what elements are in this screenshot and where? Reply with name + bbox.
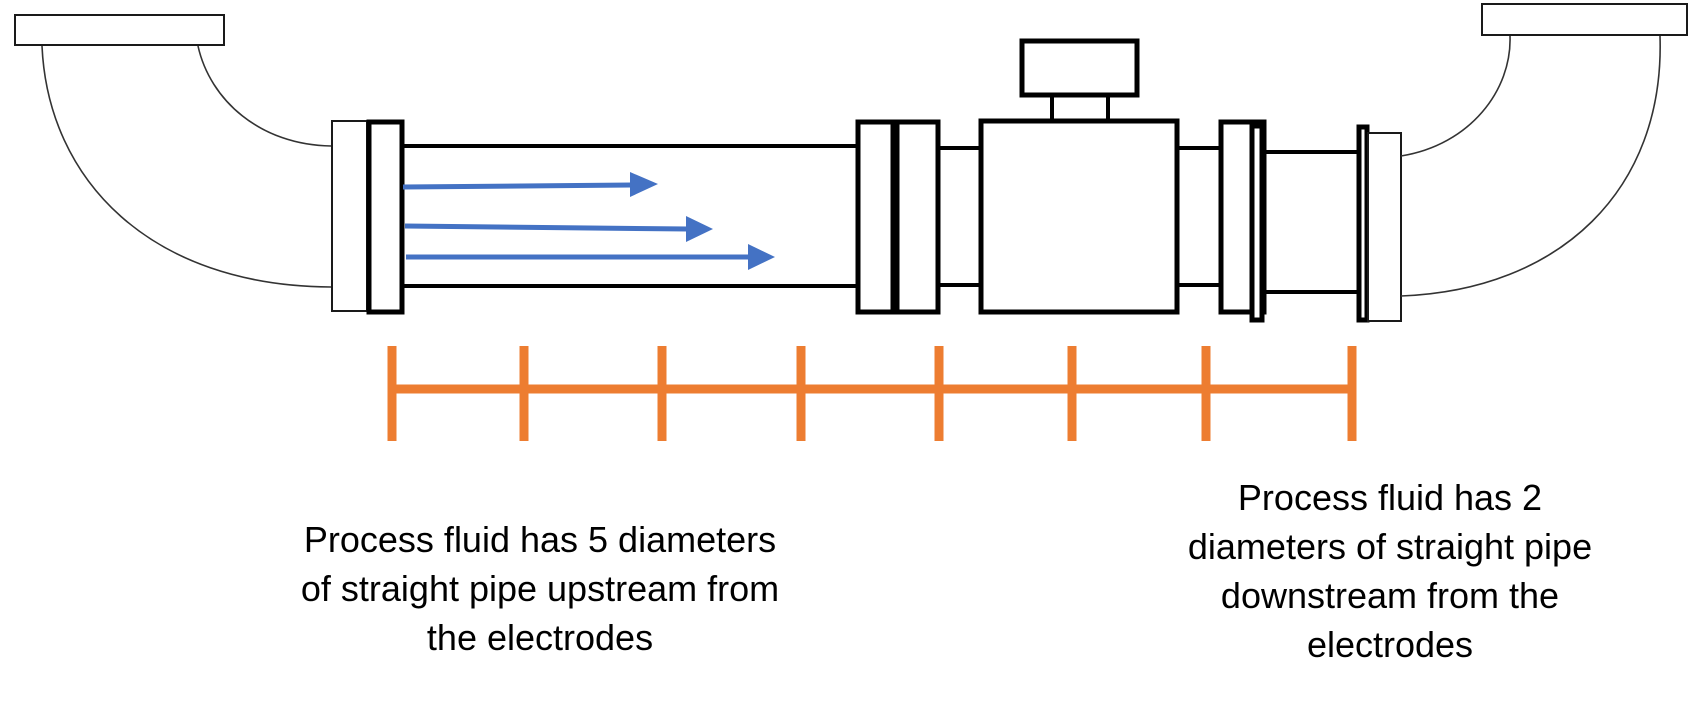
upstream-caption-line-2: of straight pipe upstream from <box>300 568 780 609</box>
flow-arrow-2-shaft <box>404 223 689 232</box>
downstream-elbow-outer-curve <box>1400 35 1661 297</box>
downstream-caption: Process fluid has 2 diameters of straigh… <box>1110 473 1670 669</box>
flowmeter-body <box>978 118 1180 315</box>
upstream-straight-pipe <box>366 119 896 315</box>
downstream-elbow-top-flange <box>1481 3 1688 36</box>
downstream-pipe-gasket <box>1356 124 1370 323</box>
upstream-elbow-top-flange <box>14 14 225 46</box>
downstream-caption-line-2: diameters of straight pipe <box>1187 526 1593 567</box>
upstream-elbow-outlet-flange <box>331 120 368 312</box>
flow-arrow-2-head <box>686 216 713 242</box>
upstream-caption-line-1: Process fluid has 5 diameters <box>303 519 777 560</box>
downstream-elbow-inlet-flange <box>1367 132 1402 322</box>
transmitter-head <box>1019 38 1140 98</box>
flow-arrow-2 <box>404 216 713 242</box>
downstream-elbow <box>1367 3 1688 322</box>
flowmeter-inlet-flange <box>894 119 941 315</box>
diameter-scale-bar <box>387 346 1357 441</box>
magnetic-flowmeter <box>894 38 1267 323</box>
upstream-caption-line-3: the electrodes <box>426 617 654 658</box>
upstream-caption: Process fluid has 5 diameters of straigh… <box>240 515 840 662</box>
upstream-pipe-inlet-flange <box>366 119 405 315</box>
upstream-elbow-outer-curve <box>41 45 332 288</box>
downstream-caption-line-1: Process fluid has 2 <box>1237 477 1543 518</box>
upstream-elbow <box>14 14 368 312</box>
flowmeter-outlet-gasket <box>1249 123 1265 323</box>
upstream-elbow-inner-curve <box>197 45 332 147</box>
flow-arrows <box>402 172 775 270</box>
flow-arrow-3-head <box>748 244 775 270</box>
downstream-caption-line-3: downstream from the <box>1220 575 1560 616</box>
flow-arrow-1 <box>402 172 658 197</box>
flow-arrow-1-shaft <box>402 182 633 190</box>
downstream-caption-line-4: electrodes <box>1306 624 1474 665</box>
downstream-elbow-inner-curve <box>1400 35 1511 157</box>
flow-arrow-3 <box>406 244 775 270</box>
upstream-pipe-outlet-flange <box>855 119 896 315</box>
downstream-straight-pipe <box>1264 124 1370 323</box>
flow-arrow-1-head <box>630 172 658 197</box>
